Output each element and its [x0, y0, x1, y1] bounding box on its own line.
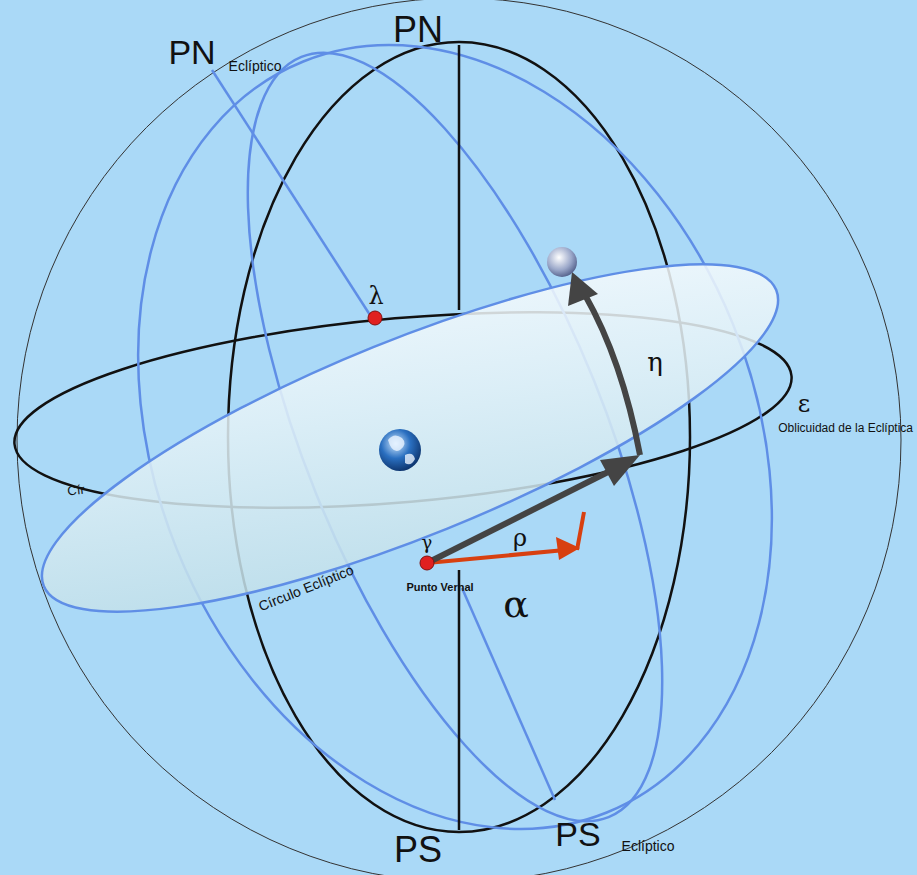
angle-label: ρ	[513, 526, 527, 550]
polar-axis	[458, 570, 461, 830]
point-caption: Punto Vernal	[406, 582, 473, 593]
latitude-arrow	[585, 295, 640, 455]
point-label: γ	[422, 534, 433, 552]
pole-label: PN	[393, 12, 443, 48]
angle-caption: Oblicuidad de la Eclíptica	[778, 422, 913, 434]
angle-label: η	[647, 349, 663, 375]
ecliptic-axis	[212, 70, 370, 315]
pole-label: PN	[168, 35, 215, 69]
arrowhead	[568, 272, 598, 306]
earth	[379, 429, 421, 471]
vernal-point	[420, 556, 434, 570]
rho-segment	[577, 512, 584, 550]
arrowhead	[600, 455, 640, 486]
pole-subscript: Eclíptico	[622, 839, 675, 853]
angle-label: ε	[798, 392, 810, 416]
pole-label: PS	[394, 832, 442, 868]
pole-subscript: Eclíptico	[229, 59, 282, 73]
ecliptic-plane	[7, 199, 813, 677]
polar-axis	[458, 45, 461, 310]
pole-label: PS	[555, 817, 600, 851]
longitude-arrow	[427, 470, 612, 563]
earth-land	[388, 435, 415, 464]
circle-label: Cír	[67, 483, 86, 498]
planet	[547, 247, 577, 277]
angle-label: α	[503, 585, 529, 623]
lambda-point	[368, 311, 382, 325]
point-label: λ	[368, 284, 383, 308]
